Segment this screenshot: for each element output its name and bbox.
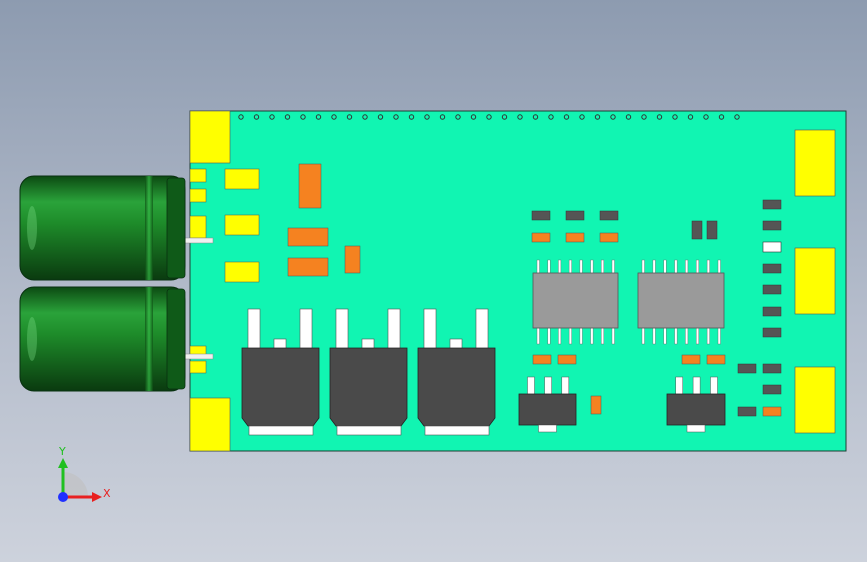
connector-pad-right (794, 366, 836, 434)
header-pin-hole (687, 114, 694, 120)
triad-x-label: X (103, 487, 111, 500)
soic-ic-group (532, 259, 725, 345)
smd-capacitor (762, 199, 782, 210)
triad-y-label: Y (58, 445, 66, 458)
header-pin-hole (346, 114, 353, 120)
smd-capacitor (565, 210, 585, 221)
smd-resistor (599, 232, 619, 243)
smd-resistor (681, 354, 701, 365)
sot223-regulator (518, 376, 577, 433)
smd-resistor (706, 354, 726, 365)
smd-capacitor (531, 210, 551, 221)
smd-capacitor (762, 363, 782, 374)
smd-resistor (287, 227, 329, 247)
header-pin-hole (641, 114, 647, 120)
smd-capacitor (737, 363, 757, 374)
smd-capacitor (737, 406, 757, 417)
header-pin-hole (362, 114, 368, 120)
soic-ic (532, 259, 619, 345)
header-pin-hole (563, 114, 570, 120)
pad (189, 188, 207, 203)
smd-capacitor (691, 220, 703, 240)
pad (224, 261, 260, 283)
smd-resistor (344, 245, 361, 274)
smd-resistor (532, 354, 552, 365)
to263-regulator (329, 308, 408, 436)
connector-pad-right (794, 129, 836, 197)
pad (189, 215, 207, 239)
header-pin-hole (532, 114, 539, 120)
header-pin-hole (408, 114, 415, 120)
smd-resistor (298, 163, 322, 209)
to263-regulator-group (241, 308, 496, 436)
header-pin-hole (300, 114, 306, 120)
triad-origin (58, 492, 68, 502)
triad-arc (63, 472, 88, 497)
pad (224, 168, 260, 190)
smd-resistor (557, 354, 577, 365)
smd-resistor (287, 257, 329, 277)
soic-ic (637, 259, 725, 345)
smd-led (762, 241, 782, 253)
electrolytic-capacitor[interactable] (19, 175, 186, 281)
smd-resistor (590, 395, 602, 415)
header-pin-hole (548, 114, 554, 120)
pad (189, 360, 207, 374)
header-pin-hole (718, 114, 725, 120)
capacitor-lead (182, 353, 214, 360)
smd-capacitor (762, 306, 782, 317)
triad-x-arrow-icon (92, 492, 102, 502)
to263-regulator (417, 308, 496, 436)
header-pin-hole (610, 114, 616, 120)
header-pin-hole (656, 114, 663, 120)
electrolytic-capacitor[interactable] (19, 286, 186, 392)
header-pin-hole (517, 114, 523, 120)
header-pin-hole (331, 114, 337, 120)
smd-capacitor (762, 327, 782, 338)
header-pin-hole (625, 114, 632, 120)
header-pin-hole (594, 114, 601, 120)
sot223-regulator (666, 376, 726, 433)
header-pin-hole (579, 114, 585, 120)
smd-capacitor (762, 384, 782, 395)
header-pin-hole (703, 114, 709, 120)
smd-resistor (565, 232, 585, 243)
triad-y-arrow-icon (58, 458, 68, 468)
axis-triad: Y X (58, 445, 111, 502)
header-pin-hole (284, 114, 291, 120)
header-pin-hole (486, 114, 492, 120)
header-pin-hole (315, 114, 322, 120)
header-pin-hole (439, 114, 446, 120)
header-pin-hole (672, 114, 678, 120)
header-pin-row (238, 114, 740, 120)
header-pin-hole (377, 114, 384, 120)
header-pin-hole (501, 114, 508, 120)
smd-capacitor (599, 210, 619, 221)
pad (189, 168, 207, 183)
connector-pad-right (794, 247, 836, 315)
header-pin-hole (470, 114, 477, 120)
header-pin-hole (424, 114, 430, 120)
connector-pad-bottom-left (189, 397, 231, 452)
header-pin-hole (455, 114, 461, 120)
smd-capacitor (762, 220, 782, 231)
to263-regulator (241, 308, 320, 436)
smd-capacitor (706, 220, 718, 240)
capacitor-lead (182, 237, 214, 244)
smd-capacitor (762, 284, 782, 295)
sot223-group (518, 376, 726, 433)
header-pin-hole (734, 114, 740, 120)
connector-pad-top-left (189, 110, 231, 164)
smd-resistor (531, 232, 551, 243)
pad (224, 214, 260, 236)
header-pin-hole (238, 114, 244, 120)
header-pin-hole (393, 114, 399, 120)
smd-capacitor (762, 263, 782, 274)
header-pin-hole (269, 114, 275, 120)
header-pin-hole (253, 114, 260, 120)
smd-resistor (762, 406, 782, 417)
